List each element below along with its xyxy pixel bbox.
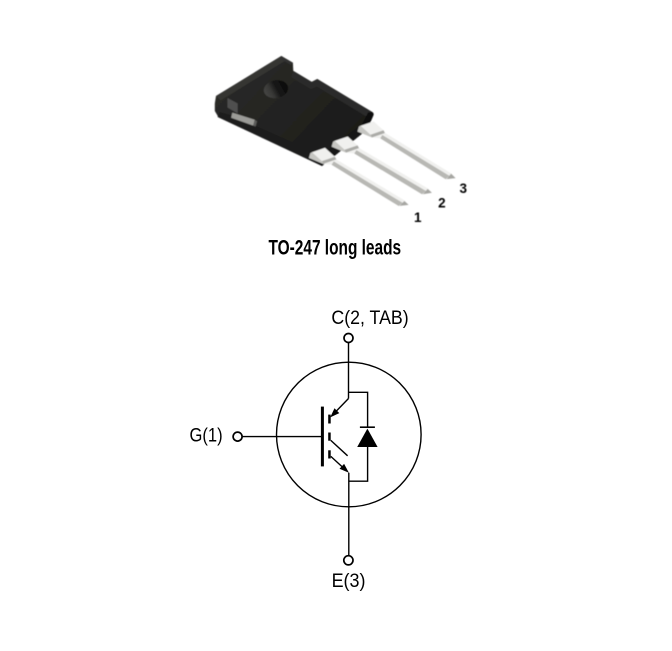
svg-text:E(3): E(3) [332,570,366,592]
svg-text:1: 1 [414,210,422,225]
svg-text:2: 2 [438,196,446,211]
svg-text:3: 3 [460,181,468,196]
svg-text:G(1): G(1) [190,426,223,447]
svg-text:TO-247 long leads: TO-247 long leads [269,237,402,260]
svg-text:C(2, TAB): C(2, TAB) [331,307,408,329]
